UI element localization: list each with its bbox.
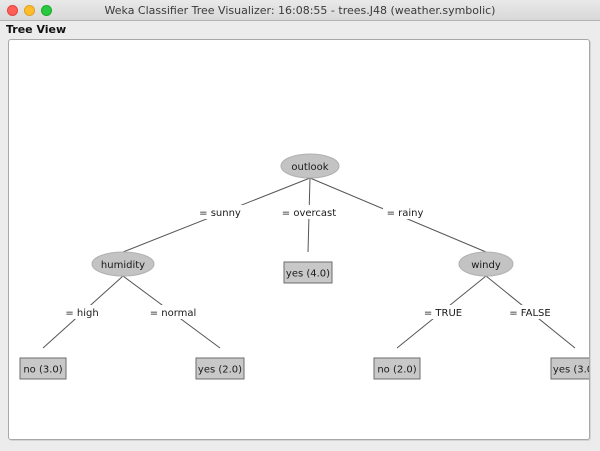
edge-true-label-backdrop	[420, 305, 466, 319]
tree-leaf-true-no[interactable]: no (2.0)	[373, 357, 421, 380]
edge-normal-label: = normal	[150, 308, 197, 319]
edge-sunny-label: = sunny	[199, 208, 241, 219]
maximize-button[interactable]	[41, 5, 52, 16]
edge-high: = high	[42, 275, 124, 349]
edge-normal: = normal	[122, 275, 221, 349]
edge-true: = TRUE	[396, 275, 487, 349]
tree-leaf-overcast-yes-label: yes (4.0)	[286, 269, 330, 280]
tree-leaf-false-yes-shape[interactable]	[550, 357, 589, 380]
tree-leaf-normal-yes[interactable]: yes (2.0)	[195, 357, 245, 380]
minimize-button[interactable]	[24, 5, 35, 16]
tree-leaf-overcast-yes-shape[interactable]	[283, 261, 333, 284]
tree-node-humidity-label: humidity	[101, 260, 145, 271]
tree-leaf-overcast-yes[interactable]: yes (4.0)	[283, 261, 333, 284]
tree-view-label: Tree View	[6, 23, 67, 36]
edge-false-label-backdrop	[506, 305, 554, 319]
tree-node-windy-shape[interactable]	[458, 251, 514, 277]
close-button[interactable]	[7, 5, 18, 16]
tree-leaf-normal-yes-label: yes (2.0)	[198, 365, 242, 376]
tree-node-windy[interactable]: windy	[458, 251, 514, 277]
tree-leaf-high-no-shape[interactable]	[19, 357, 67, 380]
tree-leaf-true-no-label: no (2.0)	[377, 365, 416, 376]
edge-rainy: = rainy	[309, 177, 487, 253]
tree-node-windy-label: windy	[471, 260, 501, 271]
edge-overcast: = overcast	[280, 177, 338, 253]
window-controls	[7, 5, 52, 16]
edge-sunny-label-backdrop	[197, 205, 243, 219]
window-title: Weka Classifier Tree Visualizer: 16:08:5…	[104, 4, 496, 17]
edge-high-label: = high	[65, 308, 98, 319]
edge-rainy-label-backdrop	[383, 205, 427, 219]
edge-true-label: = TRUE	[424, 308, 462, 319]
edge-normal-label-backdrop	[147, 305, 199, 319]
edge-false: = FALSE	[485, 275, 576, 349]
tree-node-outlook[interactable]: outlook	[280, 153, 340, 179]
tree-leaf-high-no[interactable]: no (3.0)	[19, 357, 67, 380]
tree-leaf-high-no-label: no (3.0)	[23, 365, 62, 376]
edge-overcast-label-backdrop	[280, 205, 338, 219]
window-content: Tree View = sunny = overcast = rainy = high…	[0, 21, 600, 451]
tree-node-humidity-shape[interactable]	[91, 251, 155, 277]
edge-rainy-label: = rainy	[387, 208, 424, 219]
tree-canvas-panel[interactable]: = sunny = overcast = rainy = high = normal = …	[8, 39, 590, 440]
edge-sunny: = sunny	[122, 177, 311, 253]
tree-node-outlook-shape[interactable]	[280, 153, 340, 179]
edge-overcast-label: = overcast	[282, 208, 336, 219]
tree-leaf-normal-yes-shape[interactable]	[195, 357, 245, 380]
tree-leaf-true-no-shape[interactable]	[373, 357, 421, 380]
tree-node-outlook-label: outlook	[291, 162, 328, 173]
edge-false-label: = FALSE	[509, 308, 550, 319]
tree-leaf-false-yes-label: yes (3.0)	[553, 365, 589, 376]
edge-high-label-backdrop	[62, 305, 102, 319]
decision-tree-graph[interactable]: = sunny = overcast = rainy = high = normal = …	[9, 40, 589, 439]
window-titlebar[interactable]: Weka Classifier Tree Visualizer: 16:08:5…	[0, 0, 600, 21]
tree-leaf-false-yes[interactable]: yes (3.0)	[550, 357, 589, 380]
tree-node-humidity[interactable]: humidity	[91, 251, 155, 277]
